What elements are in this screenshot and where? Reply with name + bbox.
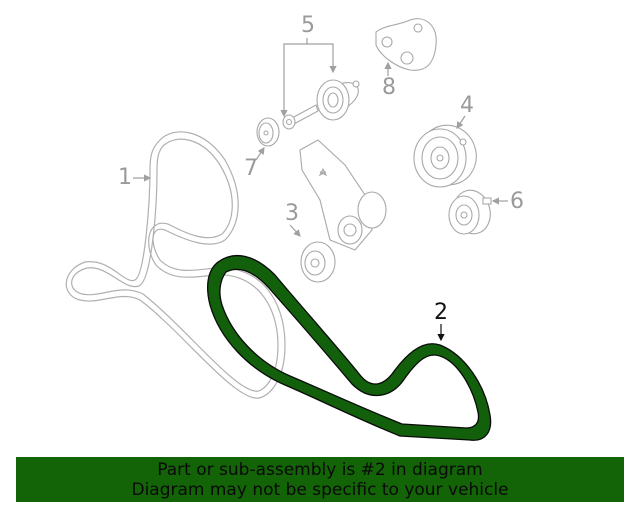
part-info-banner: Part or sub-assembly is #2 in diagram Di… <box>16 457 624 502</box>
belt-1[interactable] <box>65 131 286 399</box>
part-7-pulley-cap[interactable] <box>256 117 280 147</box>
callout-7[interactable]: 7 <box>244 156 258 181</box>
banner-line-2: Diagram may not be specific to your vehi… <box>131 480 509 500</box>
part-8-bracket[interactable] <box>375 18 437 71</box>
callout-6[interactable]: 6 <box>510 189 524 214</box>
part-5-bolt-and-pulley[interactable] <box>282 77 363 130</box>
banner-line-1: Part or sub-assembly is #2 in diagram <box>157 460 483 480</box>
part-3-tensioner[interactable] <box>299 139 387 283</box>
part-6-idler-pulley-small[interactable] <box>448 186 495 238</box>
belt-2-highlighted[interactable] <box>207 254 492 441</box>
callout-3[interactable]: 3 <box>285 201 299 226</box>
leader-lines <box>133 38 508 237</box>
callout-1[interactable]: 1 <box>118 165 132 190</box>
callout-2[interactable]: 2 <box>434 300 448 325</box>
callout-5[interactable]: 5 <box>301 13 315 38</box>
part-4-idler-pulley-large[interactable] <box>411 117 484 193</box>
callout-8[interactable]: 8 <box>382 75 396 100</box>
callout-4[interactable]: 4 <box>460 93 474 118</box>
